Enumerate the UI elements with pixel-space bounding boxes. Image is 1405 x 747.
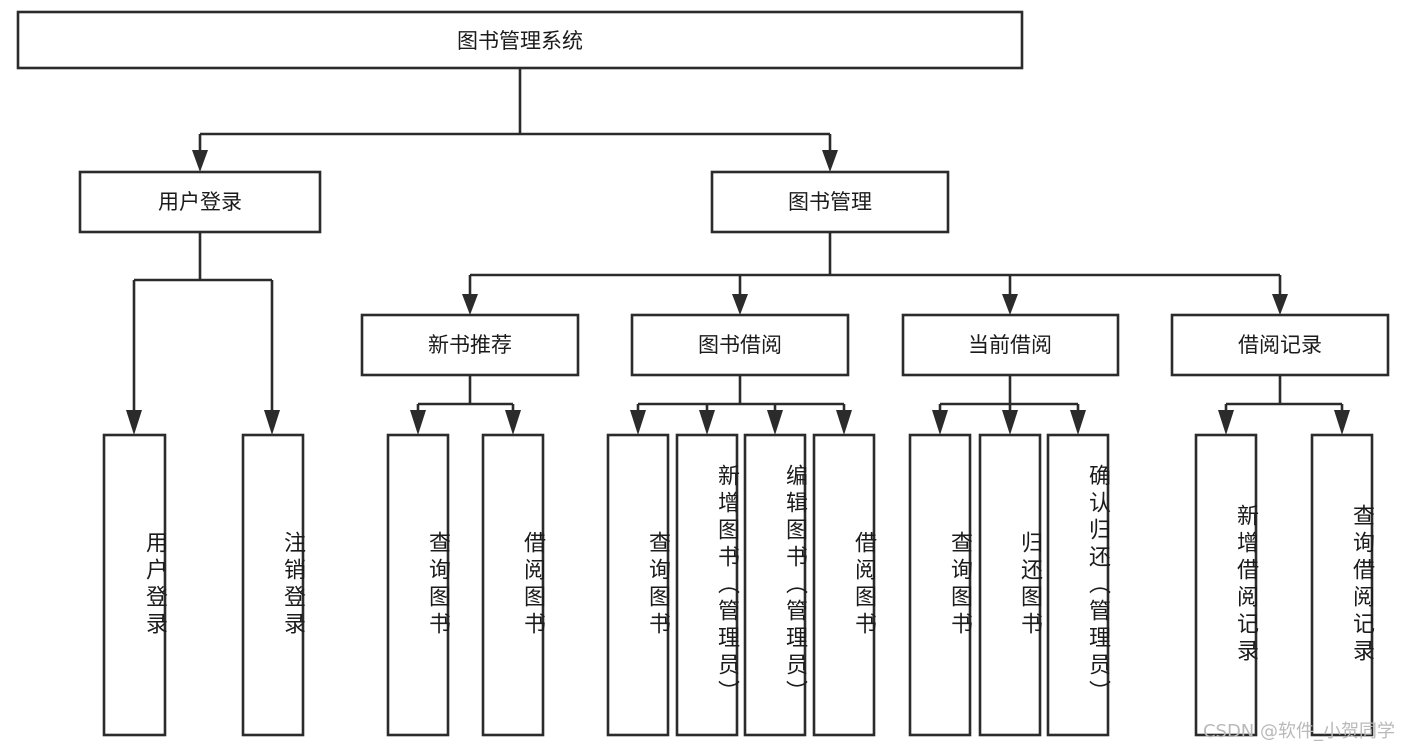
arrowhead-leaf-c1 (630, 410, 646, 435)
node-root[interactable] (16, 10, 1024, 70)
arrowheads (126, 150, 1350, 435)
leaf-current-borrow-2[interactable] (978, 433, 1042, 737)
arrowhead-user-login (192, 150, 208, 172)
arrowhead-leaf-a2 (264, 410, 280, 435)
node-user-login[interactable] (78, 170, 322, 234)
leaf-user-login-1[interactable] (102, 433, 167, 737)
label-borrow-record: 借阅记录 (1238, 333, 1322, 357)
leaf-new-book-1[interactable] (386, 433, 450, 737)
node-labels: 图书管理系统 用户登录 图书管理 新书推荐 图书借阅 当前借阅 借阅记录 (158, 29, 1322, 357)
arrowhead-leaf-d1 (932, 410, 948, 435)
arrowhead-leaf-e2 (1334, 410, 1350, 435)
leaf-book-borrow-3[interactable] (743, 433, 807, 737)
leaf-user-login-2[interactable] (241, 433, 305, 737)
label-book-borrow: 图书借阅 (698, 333, 782, 357)
label-new-book-recommend: 新书推荐 (428, 333, 512, 357)
arrowhead-leaf-d2 (1002, 410, 1018, 435)
leaf-current-borrow-3[interactable] (1046, 433, 1110, 737)
node-current-borrow[interactable] (901, 313, 1120, 377)
arrowhead-leaf-b2 (505, 410, 521, 435)
leaf-book-borrow-1[interactable] (606, 433, 670, 737)
node-new-book-recommend[interactable] (360, 313, 580, 377)
watermark: CSDN @软件_小贺同学 (1202, 721, 1395, 742)
arrowhead-leaf-b1 (410, 410, 426, 435)
arrowhead-book-manage (822, 150, 838, 172)
label-root: 图书管理系统 (457, 29, 583, 53)
leaf-new-book-2[interactable] (481, 433, 545, 737)
arrowhead-leaf-c3 (767, 410, 783, 435)
arrowhead-leaf-d3 (1070, 410, 1086, 435)
leaf-book-borrow-2[interactable] (675, 433, 739, 737)
arrowhead-borrow-record (1272, 294, 1288, 315)
node-book-borrow[interactable] (630, 313, 850, 377)
node-borrow-record[interactable] (1170, 313, 1390, 377)
arrowhead-current-borrow (1002, 294, 1018, 315)
arrowhead-leaf-c2 (699, 410, 715, 435)
leaf-current-borrow-1[interactable] (908, 433, 972, 737)
arrowhead-leaf-a1 (126, 410, 142, 435)
arrowhead-new-book (462, 294, 478, 315)
leaf-borrow-record-1[interactable] (1194, 433, 1258, 737)
arrowhead-leaf-e1 (1218, 410, 1234, 435)
arrowhead-leaf-c4 (836, 410, 852, 435)
label-book-manage: 图书管理 (788, 190, 872, 214)
arrowhead-book-borrow (732, 294, 748, 315)
node-boxes (16, 10, 1390, 737)
leaf-borrow-record-2[interactable] (1310, 433, 1374, 737)
leaf-book-borrow-4[interactable] (812, 433, 876, 737)
node-book-manage[interactable] (710, 170, 950, 234)
label-current-borrow: 当前借阅 (968, 333, 1052, 357)
label-user-login: 用户登录 (158, 190, 242, 214)
